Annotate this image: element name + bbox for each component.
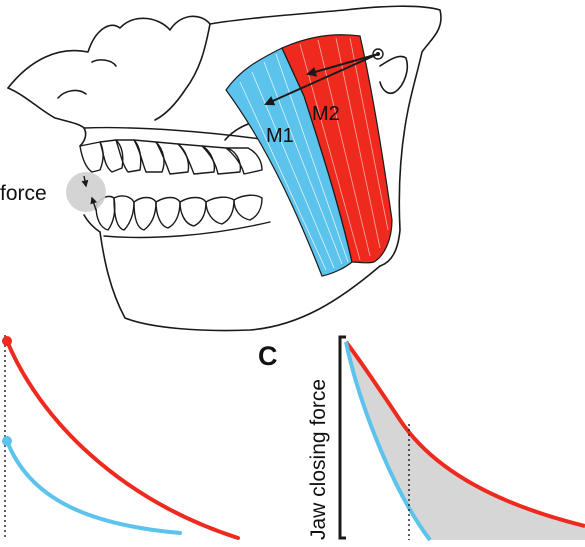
shaded-difference-region: [346, 342, 585, 540]
y-axis-bracket: [338, 335, 346, 540]
condyle-joint: [372, 48, 384, 60]
nasal-detail: [57, 89, 87, 99]
m1-vector-arrow: [264, 53, 379, 106]
chin-outline: [83, 214, 101, 233]
right-graph-m2-curve: [344, 340, 585, 528]
left-graph-m2-curve: [5, 339, 240, 540]
left-graph-m1-curve: [5, 439, 182, 535]
zygomatic-arch: [154, 23, 211, 121]
lower-teeth: [95, 194, 263, 231]
condyle-outline: [379, 55, 409, 95]
panel-c-label: C: [258, 341, 278, 371]
m1-label: M1: [266, 125, 294, 147]
skull-outline: [7, 5, 442, 267]
force-arrow-down: [81, 175, 89, 188]
right-graph: C Jaw closing force: [258, 335, 585, 542]
left-graph-m2-start-point: [2, 336, 12, 346]
lower-gum: [103, 221, 271, 239]
left-graph-m1-start-point: [2, 436, 12, 446]
upper-gum: [83, 126, 269, 141]
m2-vector-arrow: [306, 53, 379, 77]
left-graph: [2, 335, 240, 540]
upper-teeth: [79, 139, 263, 175]
y-axis-label: Jaw closing force: [307, 379, 330, 540]
nose-outline: [7, 87, 87, 147]
right-graph-m1-curve: [344, 341, 432, 542]
force-label: force: [0, 182, 47, 205]
nasal-detail-2: [91, 59, 117, 67]
m2-label: M2: [312, 103, 340, 125]
bite-contact-marker: [66, 172, 106, 212]
muscle-m2: [281, 34, 393, 264]
force-arrow-up: [90, 196, 98, 211]
mandible-outline: [99, 231, 381, 332]
